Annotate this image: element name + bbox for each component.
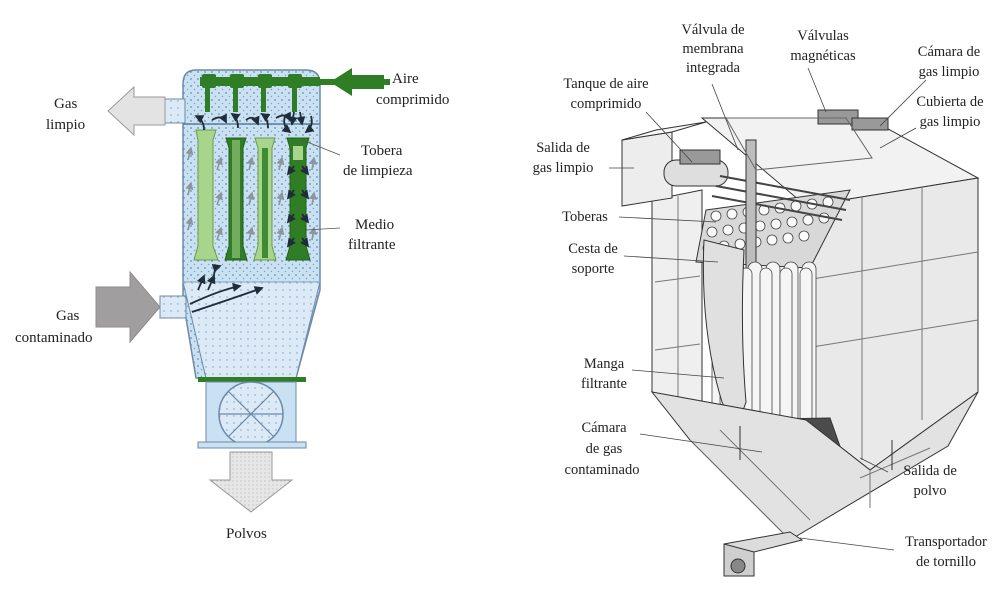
- nozzles: [702, 196, 834, 254]
- valves: [202, 74, 302, 112]
- wall-panels: [654, 187, 979, 460]
- label-manga-1: Manga: [584, 356, 625, 372]
- label-aire: Aire: [392, 71, 419, 87]
- gas-contaminado-arrow: [95, 270, 161, 344]
- label-tobera-2: de limpieza: [343, 163, 413, 179]
- gas-limpio-arrow: [107, 85, 166, 137]
- label-valvula-membrana-3: integrada: [686, 60, 741, 76]
- label-salida-gas-1: Salida de: [536, 140, 590, 156]
- label-transportador-2: de tornillo: [916, 554, 976, 570]
- outlet-duct: [164, 98, 186, 124]
- label-valvula-membrana-1: Válvula de: [681, 22, 744, 38]
- label-medio-2: filtrante: [348, 237, 396, 253]
- label-tobera-1: Tobera: [361, 143, 403, 159]
- label-salida-polvo-1: Salida de: [903, 463, 957, 479]
- label-gas-limpio-2: limpio: [46, 117, 85, 133]
- label-camara-limpio-2: gas limpio: [919, 64, 980, 80]
- label-comprimido: comprimido: [376, 92, 449, 108]
- front-wall: [651, 189, 703, 421]
- label-salida-polvo-2: polvo: [913, 483, 946, 499]
- mag-valve-1: [679, 149, 721, 165]
- label-tanque-2: comprimido: [571, 96, 642, 112]
- right-diagram: [621, 109, 980, 577]
- label-valvulas-mag-1: Válvulas: [797, 28, 849, 44]
- label-medio-1: Medio: [355, 217, 394, 233]
- flow-arrows-grey: [185, 146, 317, 241]
- label-camara-limpio-1: Cámara de: [918, 44, 980, 60]
- label-salida-gas-2: gas limpio: [533, 160, 594, 176]
- hopper: [182, 281, 321, 379]
- label-tanque-1: Tanque de aire: [563, 76, 648, 92]
- label-cesta-1: Cesta de: [568, 241, 618, 257]
- filter-bags: [193, 129, 311, 261]
- manga-sleeve: [702, 239, 747, 432]
- labels-right: Válvula de membrana integrada Válvulas m…: [533, 22, 987, 570]
- flow-arrows-dark: [189, 111, 315, 313]
- polvos-arrow: [208, 451, 294, 513]
- label-cesta-2: soporte: [572, 261, 615, 277]
- label-gas-cont-1: Gas: [56, 308, 79, 324]
- leader-lines-right: [609, 67, 927, 551]
- label-camara-cont-3: contaminado: [565, 462, 640, 478]
- label-valvula-membrana-2: membrana: [682, 41, 744, 57]
- label-transportador-1: Transportador: [905, 534, 987, 550]
- label-camara-cont-1: Cámara: [581, 420, 627, 436]
- label-polvos: Polvos: [226, 526, 267, 542]
- label-gas-cont-2: contaminado: [15, 330, 92, 346]
- left-diagram: Aire comprimido Gas limpio Tobera de lim…: [15, 68, 449, 542]
- label-camara-cont-2: de gas: [586, 441, 623, 457]
- mag-valve-3: [851, 117, 889, 131]
- hopper-flange: [198, 377, 306, 382]
- blowpipes: [711, 175, 851, 221]
- label-valvulas-mag-2: magnéticas: [790, 48, 856, 64]
- label-cubierta-2: gas limpio: [920, 114, 981, 130]
- inlet-duct: [159, 295, 187, 319]
- label-manga-2: filtrante: [581, 376, 627, 392]
- label-gas-limpio-1: Gas: [54, 96, 77, 112]
- label-cubierta-1: Cubierta de: [916, 94, 983, 110]
- aire-arrow: [330, 68, 384, 96]
- label-toberas: Toberas: [562, 209, 608, 225]
